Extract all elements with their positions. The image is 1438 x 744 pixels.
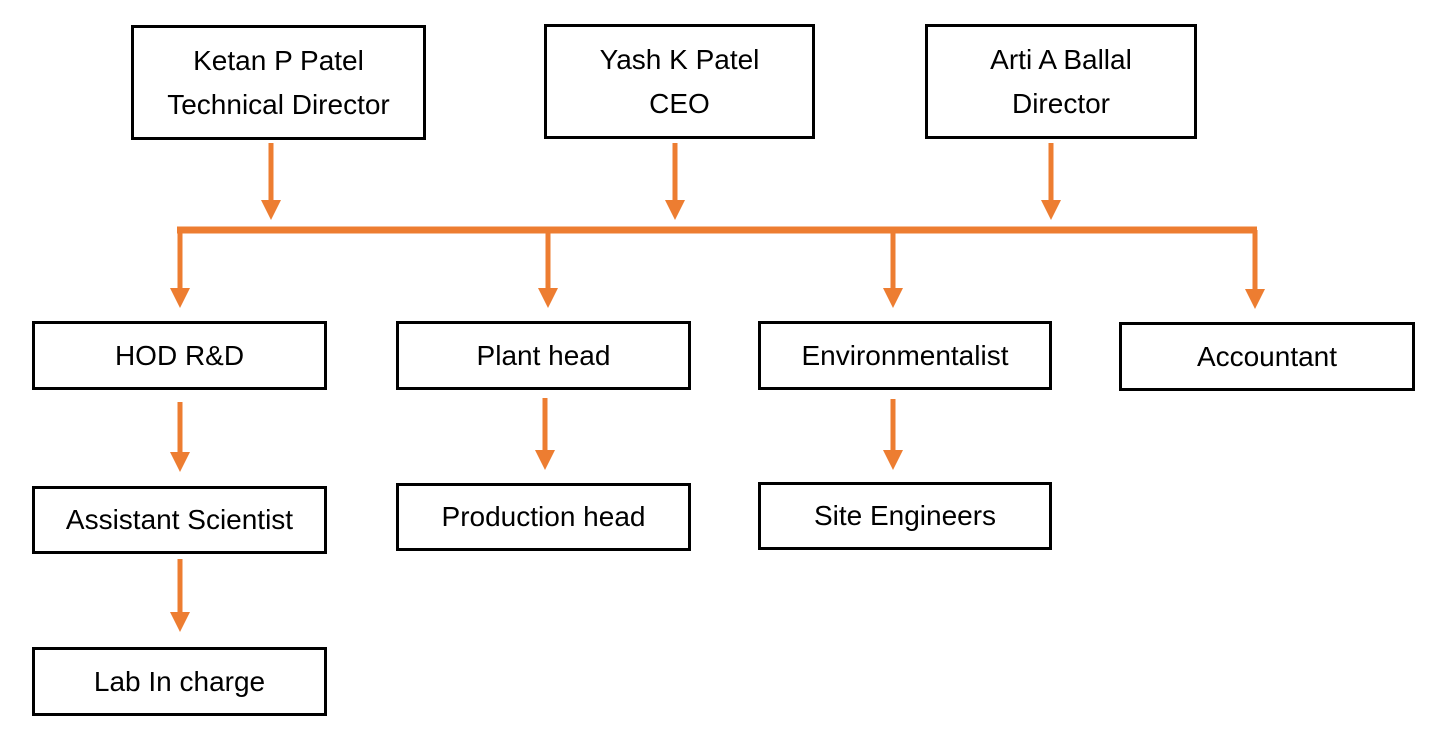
node-plant-head: Plant head <box>396 321 691 390</box>
node-label: Plant head <box>476 339 611 371</box>
node-role: Director <box>1011 87 1110 119</box>
node-label: Production head <box>441 501 646 532</box>
node-production-head: Production head <box>396 483 691 551</box>
node-role: CEO <box>649 87 710 119</box>
node-name: Arti A Ballal <box>990 43 1132 75</box>
node-environmentalist: Environmentalist <box>758 321 1052 390</box>
node-name: Ketan P Patel <box>193 44 364 76</box>
node-name: Yash K Patel <box>599 43 760 75</box>
node-label: Lab In charge <box>93 665 266 697</box>
node-site-engineers: Site Engineers <box>758 482 1052 550</box>
node-accountant: Accountant <box>1119 322 1415 391</box>
node-label: Site Engineers <box>813 500 997 531</box>
node-director: Arti A Ballal Director <box>925 24 1197 139</box>
node-hod-rd: HOD R&D <box>32 321 327 390</box>
node-label: Environmentalist <box>801 339 1009 371</box>
node-role: Technical Director <box>167 88 390 120</box>
node-ceo: Yash K Patel CEO <box>544 24 815 139</box>
node-lab-in-charge: Lab In charge <box>32 647 327 716</box>
node-label: HOD R&D <box>114 339 245 371</box>
node-technical-director: Ketan P Patel Technical Director <box>131 25 426 140</box>
node-label: Assistant Scientist <box>65 504 294 535</box>
node-assistant-scientist: Assistant Scientist <box>32 486 327 554</box>
node-label: Accountant <box>1196 340 1338 372</box>
